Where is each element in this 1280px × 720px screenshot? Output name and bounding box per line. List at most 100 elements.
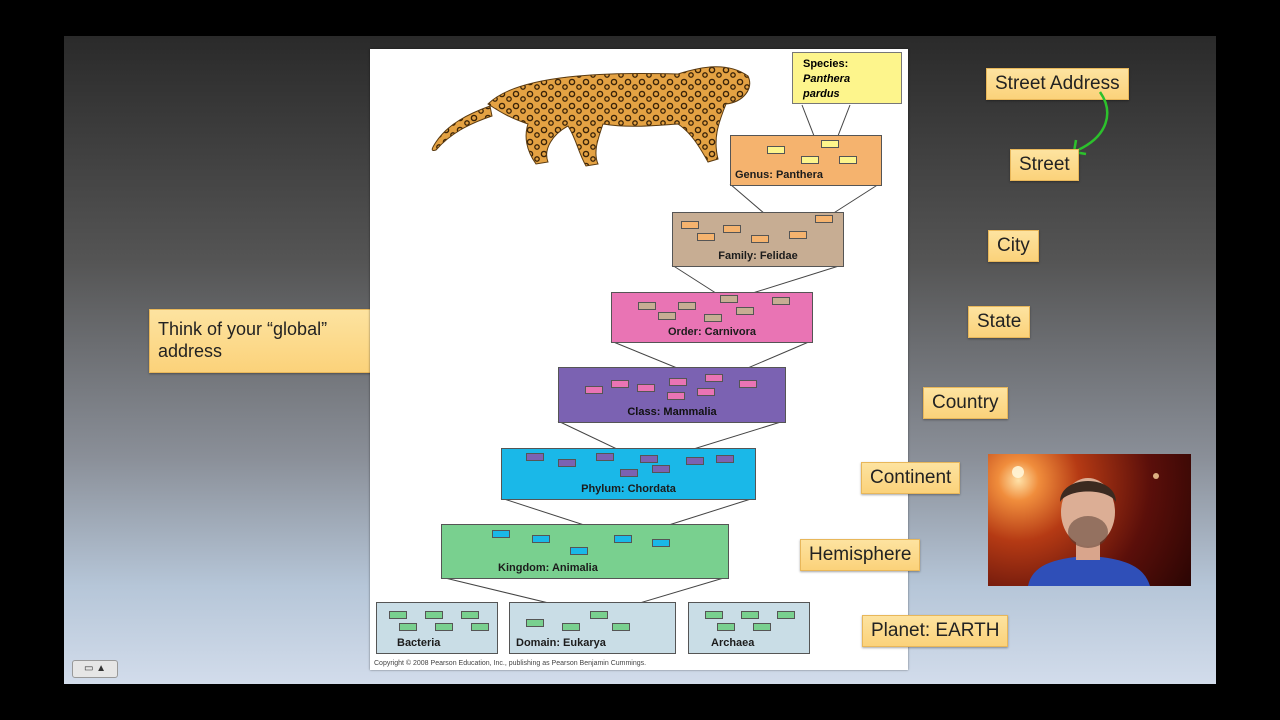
street-address-callout: Street Address [986,68,1129,100]
country-text: Country [932,392,999,413]
chip [777,611,795,619]
taxonomy-figure: Species: Panthera pardus Genus: Panthera… [370,49,908,670]
genus-box: Genus: Panthera [730,135,882,186]
chip [590,611,608,619]
chip [667,392,685,400]
country-callout: Country [923,387,1008,419]
chip [425,611,443,619]
chip [801,156,819,164]
chip [526,619,544,627]
chip [532,535,550,543]
chip [596,453,614,461]
chip [526,453,544,461]
chip [697,388,715,396]
archaea-label: Archaea [711,637,755,649]
chip [751,235,769,243]
chip [562,623,580,631]
chip [471,623,489,631]
family-box: Family: Felidae [672,212,844,267]
chip [435,623,453,631]
think-callout: Think of your “global” address [149,309,397,373]
chip [704,314,722,322]
continent-text: Continent [870,467,952,488]
street-address-text: Street Address [995,73,1120,94]
planet-text: Planet: EARTH [871,620,1000,641]
chip [821,140,839,148]
city-callout: City [988,230,1039,262]
chip [389,611,407,619]
chip [658,312,676,320]
street-text: Street [1019,154,1070,175]
bacteria-label: Bacteria [397,637,441,649]
copyright-text: Copyright © 2008 Pearson Education, Inc.… [374,660,647,667]
chip [652,465,670,473]
phylum-label: Phylum: Chordata [581,483,676,495]
planet-callout: Planet: EARTH [862,615,1009,647]
presentation-slide: Think of your “global” address [64,36,1216,684]
street-callout: Street [1010,149,1079,181]
order-label: Order: Carnivora [667,326,757,338]
chip [570,547,588,555]
chip [669,378,687,386]
chip [612,623,630,631]
species-name-1: Panthera [803,73,851,85]
chip [767,146,785,154]
chip [839,156,857,164]
class-box: Class: Mammalia [558,367,786,423]
chip [611,380,629,388]
chip [739,380,757,388]
chip [741,611,759,619]
city-text: City [997,235,1030,256]
species-name-2: pardus [803,88,840,100]
think-callout-text: Think of your “global” address [158,319,328,361]
chip [753,623,771,631]
species-box: Species: Panthera pardus [792,52,902,104]
chip [720,295,738,303]
chip [492,530,510,538]
kingdom-label: Kingdom: Animalia [498,562,598,574]
order-box: Order: Carnivora [611,292,813,343]
genus-label: Genus: Panthera [735,169,824,181]
hemisphere-text: Hemisphere [809,544,912,565]
chip [697,233,715,241]
chip [723,225,741,233]
bacteria-box: Bacteria [376,602,498,654]
leopard-image [431,66,750,167]
kingdom-box: Kingdom: Animalia [441,524,729,579]
chip [717,623,735,631]
chip [705,611,723,619]
chip [640,455,658,463]
chip [716,455,734,463]
chip [638,302,656,310]
chip [681,221,699,229]
domain-label: Domain: Eukarya [516,637,606,649]
player-control-icon[interactable]: ▭ ▲ [72,660,118,678]
chip [585,386,603,394]
archaea-box: Archaea [688,602,810,654]
chip [558,459,576,467]
chip [399,623,417,631]
state-callout: State [968,306,1031,338]
phylum-box: Phylum: Chordata [501,448,756,500]
class-label: Class: Mammalia [627,406,717,418]
chip [736,307,754,315]
chip [686,457,704,465]
chip [614,535,632,543]
eukarya-box: Domain: Eukarya [509,602,676,654]
chip [789,231,807,239]
family-label: Family: Felidae [718,250,798,262]
continent-callout: Continent [861,462,961,494]
chip [815,215,833,223]
presenter-image [1012,466,1159,586]
chip [678,302,696,310]
hemisphere-callout: Hemisphere [800,539,921,571]
chip [637,384,655,392]
species-title: Species: [803,58,849,70]
chip [652,539,670,547]
chip [620,469,638,477]
state-text: State [977,311,1022,332]
chip [772,297,790,305]
chip [461,611,479,619]
presenter-webcam [988,454,1191,586]
chip [705,374,723,382]
